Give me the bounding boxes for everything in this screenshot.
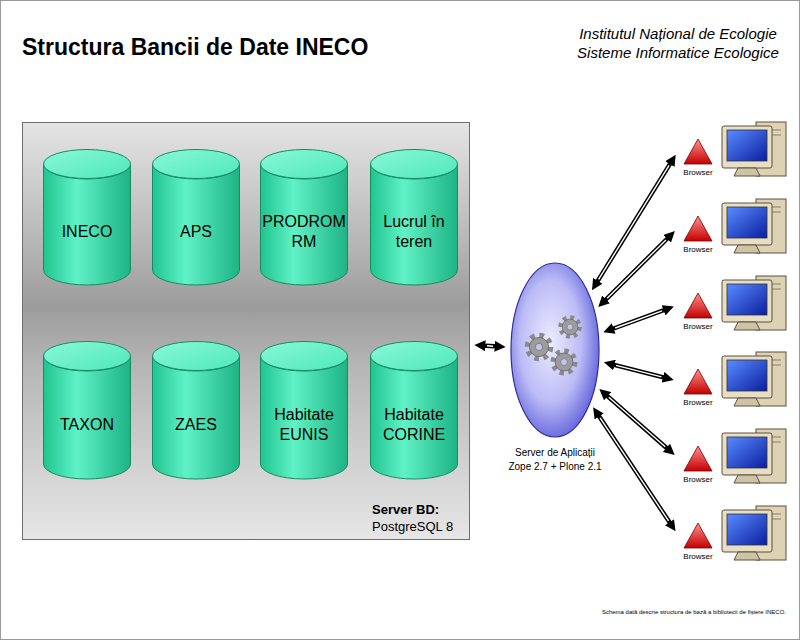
database-name: Habitate EUNIS <box>261 405 347 445</box>
database-cylinder: APS <box>152 149 240 285</box>
cylinder-outline <box>152 341 240 479</box>
institute-label: Institutul Național de Ecologie <box>562 25 794 43</box>
institute-label: Sisteme Informatice Ecologice <box>562 44 794 62</box>
browser-computer: Browser <box>678 427 792 489</box>
double-arrow <box>610 309 668 330</box>
caption: Schema dată descrie structura de bază a … <box>602 608 786 616</box>
database-name: Habitate CORINE <box>371 405 457 445</box>
browser-computer: Browser <box>678 504 792 566</box>
browser-label: Browser <box>678 245 718 255</box>
arrow-line <box>481 345 499 346</box>
arrow-line <box>610 364 667 378</box>
double-arrow <box>610 364 667 378</box>
browser-computer: Browser <box>678 274 792 336</box>
browser-label: Browser <box>678 398 718 408</box>
database-cylinder: ZAES <box>152 341 240 479</box>
database-name: INECO <box>44 222 130 242</box>
browser-computer: Browser <box>678 197 792 259</box>
cylinder-outline <box>43 341 131 479</box>
title: Structura Bancii de Date INECO <box>22 34 368 60</box>
browser-label: Browser <box>678 168 718 178</box>
database-cylinder: INECO <box>43 149 131 285</box>
browser-computer: Browser <box>678 120 792 182</box>
double-arrow <box>595 160 672 284</box>
double-arrow <box>603 236 670 303</box>
arrow-line-inner <box>609 397 665 447</box>
ellipse-outline <box>510 262 600 438</box>
database-name: APS <box>153 222 239 242</box>
database-cylinder: TAXON <box>43 341 131 479</box>
arrow-line-inner <box>487 345 493 347</box>
browser-computer: Browser <box>678 350 792 412</box>
database-name: Lucrul în teren <box>371 212 457 252</box>
database-cylinder: Habitate EUNIS <box>260 341 348 479</box>
arrow-line <box>603 236 670 303</box>
cylinder-outline <box>43 149 131 285</box>
server-software: PostgreSQL 8 <box>372 519 453 535</box>
database-server-panel: INECO APS PRODROM RM Lucrul în terenTAXON ZA… <box>22 122 470 540</box>
double-arrow <box>481 345 499 346</box>
server-heading: Server BD: <box>372 502 439 518</box>
server-label: Server de Aplicații Zope 2.7 + Plone 2.1 <box>505 446 605 474</box>
arrow-line <box>610 309 668 330</box>
database-cylinder: Habitate CORINE <box>370 341 458 479</box>
application-server: Server de Aplicații Zope 2.7 + Plone 2.1 <box>510 262 600 438</box>
cylinder-outline <box>152 149 240 285</box>
browser-label: Browser <box>678 322 718 332</box>
browser-label: Browser <box>678 475 718 485</box>
database-name: PRODROM RM <box>261 212 347 252</box>
arrow-line-inner <box>616 365 661 376</box>
arrow-line <box>595 160 672 284</box>
arrow-line <box>597 413 672 526</box>
database-cylinder: PRODROM RM <box>260 149 348 285</box>
database-cylinder: Lucrul în teren <box>370 149 458 285</box>
arrow-line-inner <box>599 165 669 279</box>
browser-label: Browser <box>678 552 718 562</box>
arrow-line-inner <box>600 418 669 521</box>
database-name: TAXON <box>44 415 130 435</box>
double-arrow <box>597 413 672 526</box>
arrow-line-inner <box>615 311 662 328</box>
arrow-line-inner <box>607 240 666 298</box>
database-name: ZAES <box>153 415 239 435</box>
